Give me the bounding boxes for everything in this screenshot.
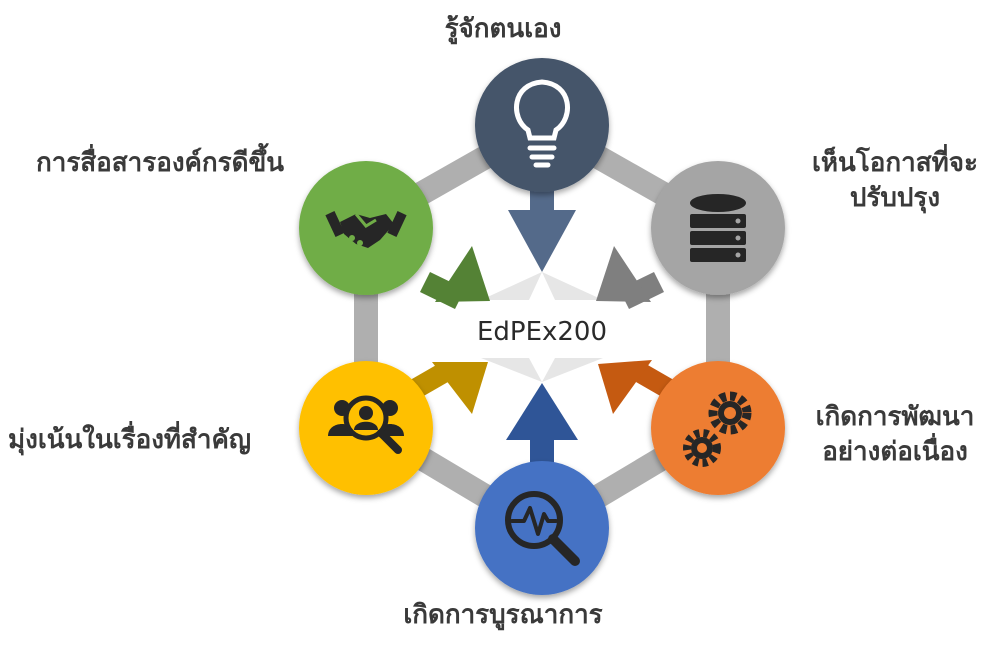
- lightbulb-icon: [514, 79, 570, 168]
- center-label: EdPEx200: [477, 317, 607, 347]
- arrow-bottom: [506, 383, 578, 465]
- label-bottom-left: มุ่งเน้นในเรื่องที่สำคัญ: [8, 423, 251, 458]
- magnifier-pulse-icon: [505, 491, 580, 566]
- node-top: [475, 58, 609, 192]
- node-top-right: [651, 161, 785, 295]
- label-line: เห็นโอกาสที่จะ: [812, 148, 978, 178]
- label-line: มุ่งเน้นในเรื่องที่สำคัญ: [8, 425, 252, 455]
- label-line: อย่างต่อเนื่อง: [822, 437, 968, 468]
- node-top-left: [299, 161, 433, 295]
- label-line: เกิดการบูรณาการ: [403, 600, 603, 630]
- arrow-top-left: [420, 246, 490, 309]
- label-top-left: การสื่อสารองค์กรดีขึ้น: [36, 146, 284, 181]
- label-bottom: เกิดการบูรณาการ: [0, 598, 1006, 633]
- node-bottom-right: [651, 361, 785, 495]
- label-line: การสื่อสารองค์กรดีขึ้น: [36, 148, 285, 178]
- label-line: รู้จักตนเอง: [444, 14, 562, 44]
- arrow-top: [508, 185, 576, 272]
- gears-icon: [683, 391, 752, 467]
- label-line: ปรับปรุง: [849, 183, 941, 214]
- center-shading: [481, 272, 603, 382]
- handshake-icon: [325, 211, 407, 248]
- label-top: รู้จักตนเอง: [0, 12, 1006, 47]
- label-top-right: เห็นโอกาสที่จะ ปรับปรุง: [790, 146, 1000, 216]
- arrow-top-right: [596, 246, 664, 309]
- database-icon: [690, 194, 746, 262]
- node-bottom-left: [299, 361, 433, 495]
- label-line: เกิดการพัฒนา: [815, 402, 975, 432]
- node-bottom: [475, 461, 609, 595]
- label-bottom-right: เกิดการพัฒนา อย่างต่อเนื่อง: [790, 400, 1000, 470]
- people-search-icon: [328, 395, 404, 454]
